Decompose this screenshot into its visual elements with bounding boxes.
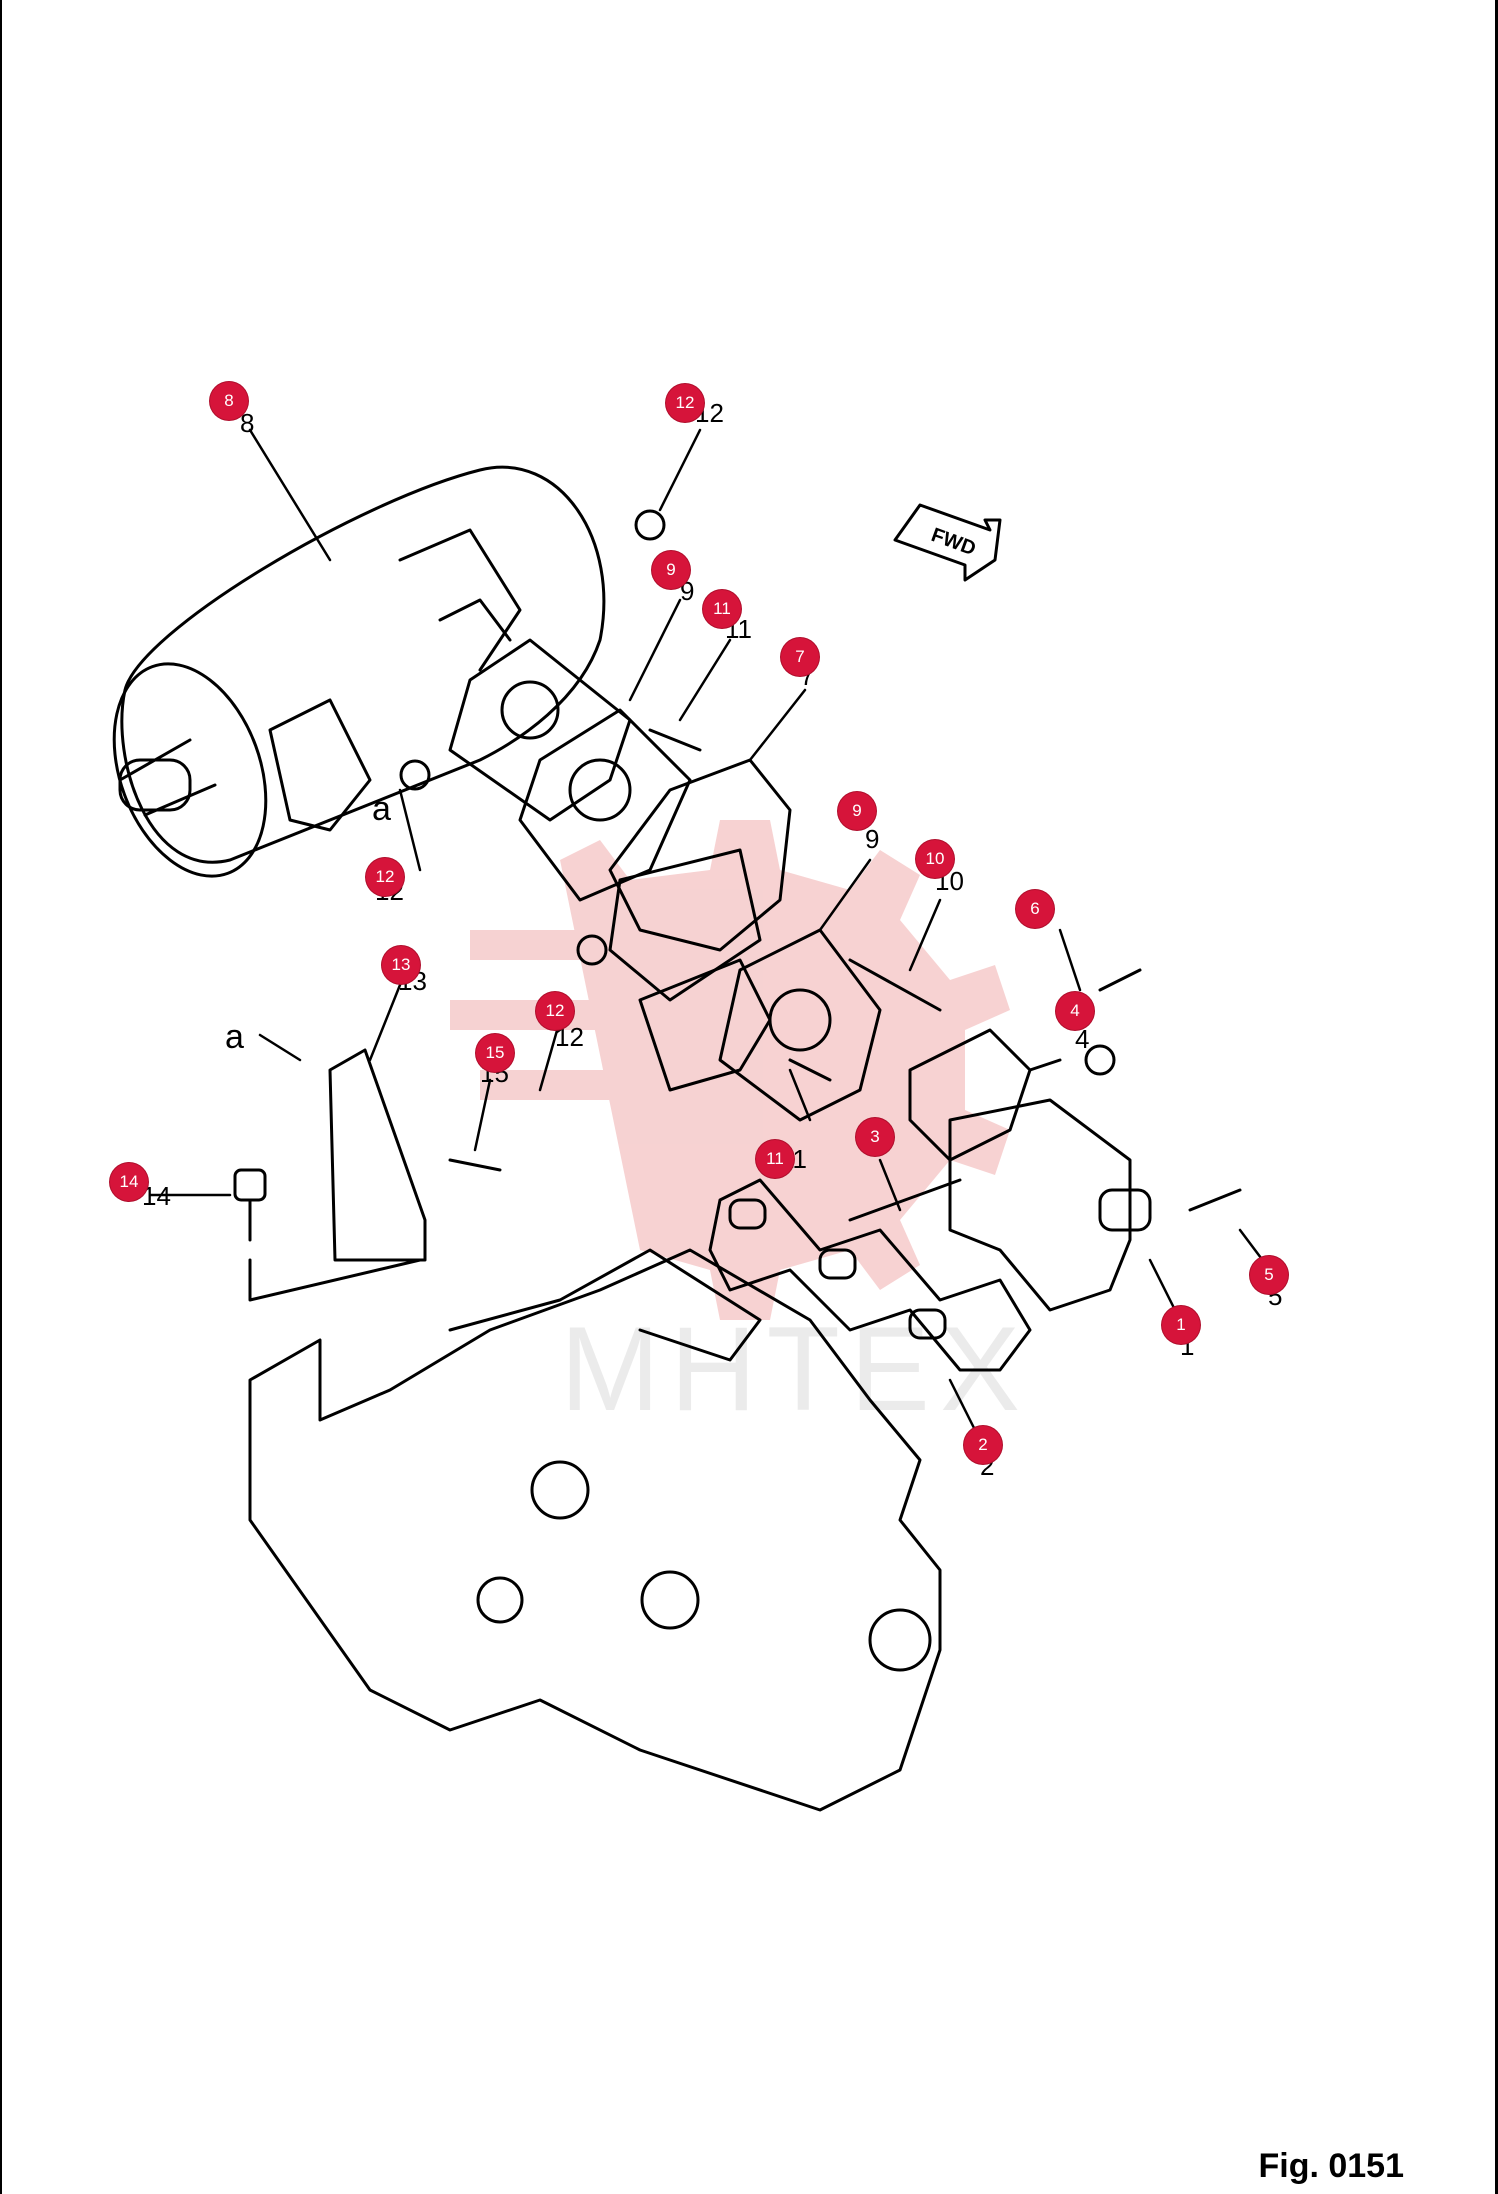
view-letter: a xyxy=(225,1018,244,1056)
part-number: 8 xyxy=(240,408,254,438)
callout-12[interactable]: 12 xyxy=(536,992,574,1030)
part-number: 9 xyxy=(865,824,879,854)
callout-11[interactable]: 11 xyxy=(703,590,741,628)
callout-4[interactable]: 4 xyxy=(1056,992,1094,1030)
watermark-text: MHTEX xyxy=(560,1302,1030,1436)
fasteners xyxy=(233,509,1242,1242)
callout-12[interactable]: 12 xyxy=(366,858,404,896)
muffler xyxy=(112,465,606,878)
callout-8[interactable]: 8 xyxy=(210,382,248,420)
callout-5[interactable]: 5 xyxy=(1250,1256,1288,1294)
callout-12[interactable]: 12 xyxy=(666,384,704,422)
exhaust-manifold xyxy=(908,1028,1152,1312)
muffler-gasket xyxy=(448,638,692,902)
figure-caption: Fig. 0151 xyxy=(1258,2147,1404,2185)
callout-1[interactable]: 1 xyxy=(1162,1306,1200,1344)
callout-6[interactable]: 6 xyxy=(1016,890,1054,928)
engine-block xyxy=(248,1248,942,1812)
callout-10[interactable]: 10 xyxy=(916,840,954,878)
exhaust-elbow xyxy=(608,758,792,1092)
view-letter: a xyxy=(372,790,391,828)
mounting-bracket xyxy=(248,1048,427,1302)
watermark-logo xyxy=(450,820,1010,1320)
callout-13[interactable]: 13 xyxy=(382,946,420,984)
fwd-arrow-outline xyxy=(893,503,1002,582)
callout-9[interactable]: 9 xyxy=(652,551,690,589)
callout-3[interactable]: 3 xyxy=(856,1118,894,1156)
callout-15[interactable]: 15 xyxy=(476,1034,514,1072)
callout-7[interactable]: 7 xyxy=(781,638,819,676)
callout-11[interactable]: 11 xyxy=(756,1140,794,1178)
callout-9[interactable]: 9 xyxy=(838,792,876,830)
part-number: 4 xyxy=(1075,1024,1089,1054)
callout-14[interactable]: 14 xyxy=(110,1163,148,1201)
callout-2[interactable]: 2 xyxy=(964,1426,1002,1464)
